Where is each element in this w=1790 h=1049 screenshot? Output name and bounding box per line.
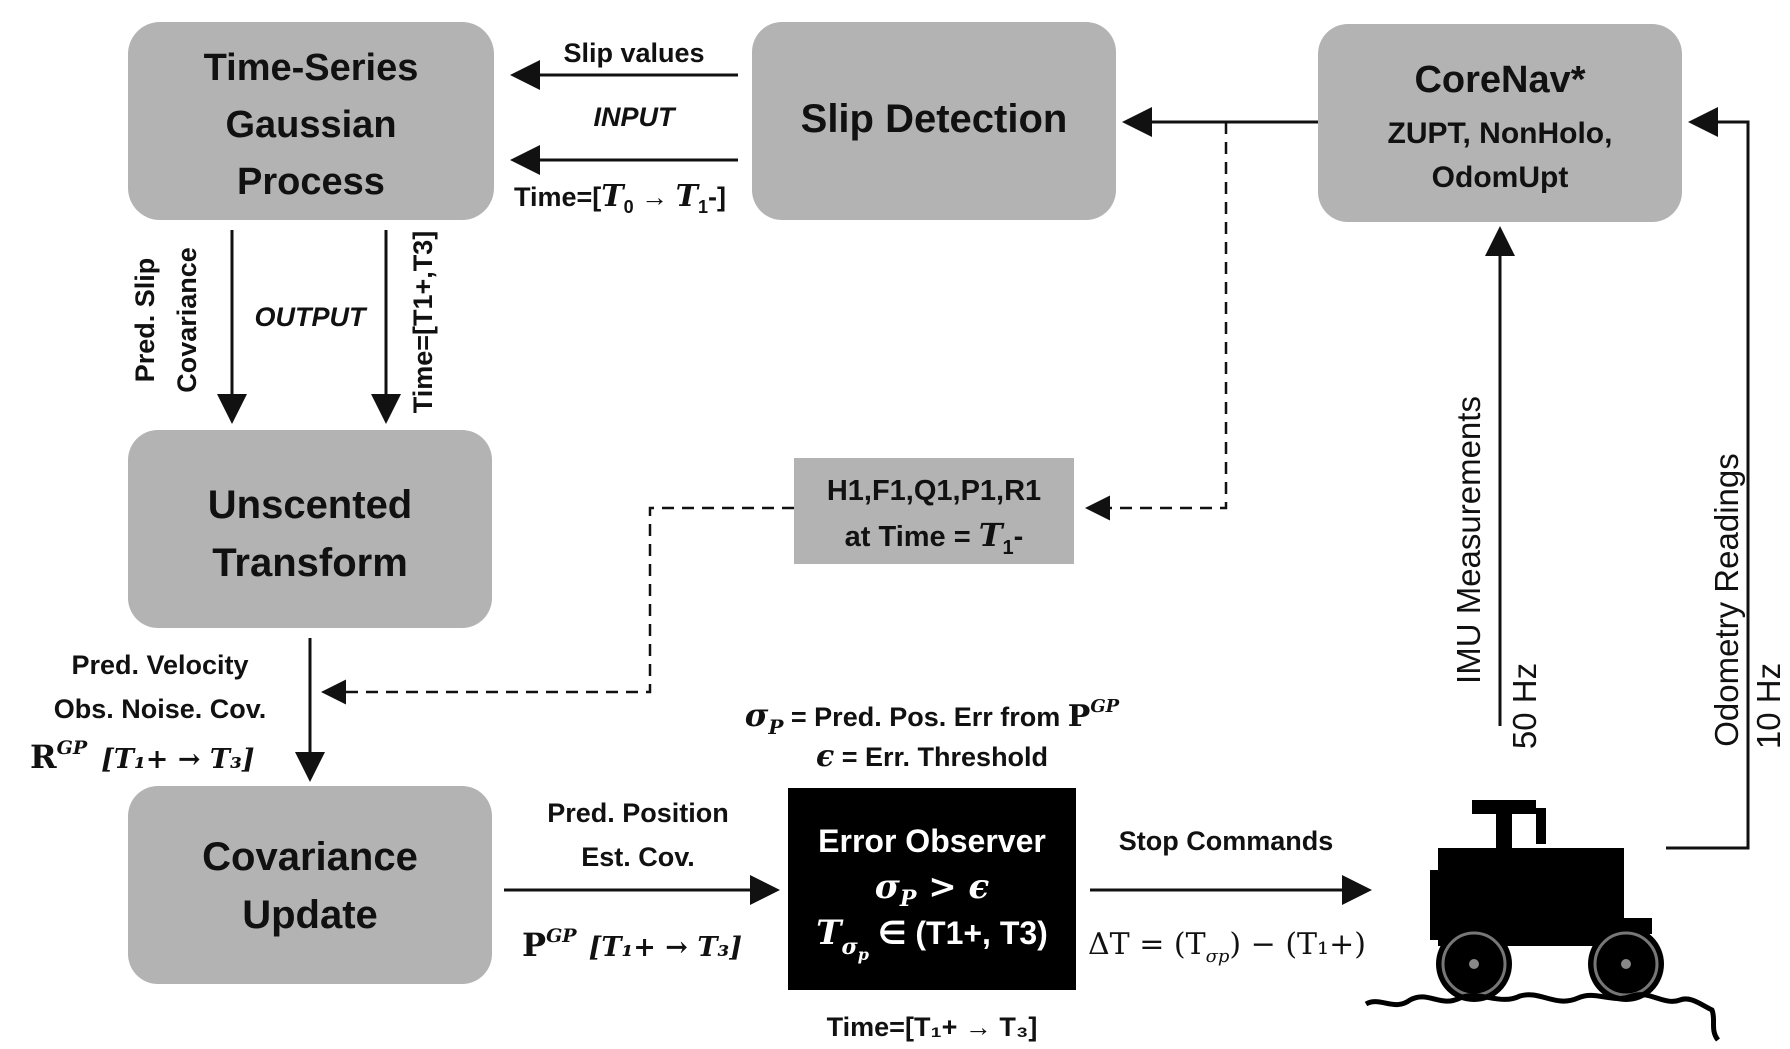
observer-time: Tσp ∈ (T1+, T3): [816, 913, 1048, 964]
imu-label: IMU Measurements: [1450, 396, 1487, 684]
time-output-label: Time=[T1+,T3]: [408, 231, 438, 414]
dashed-arrow-to-matrices: [1085, 122, 1228, 521]
error-observer-node: Error Observer σP > ϵ Tσp ∈ (T1+, T3): [788, 788, 1076, 990]
odometry-rate-label: 10 Hz: [1750, 663, 1787, 749]
p-gp-label: PGP[T₁+ → T₃]: [522, 925, 742, 964]
odometry-label: Odometry Readings: [1708, 453, 1745, 746]
est-cov-label: Est. Cov.: [581, 842, 695, 872]
slip-detection-node: Slip Detection: [752, 22, 1116, 220]
input-label: INPUT: [594, 102, 678, 132]
stop-commands-label: Stop Commands: [1119, 826, 1334, 856]
gp-line-1: Time-Series: [204, 47, 419, 89]
corenav-line-1: ZUPT, NonHolo,: [1388, 117, 1613, 150]
ut-line-1: Unscented: [208, 483, 413, 527]
gp-line-2: Gaussian: [225, 104, 396, 146]
cov-line-2: Update: [242, 893, 378, 937]
delta-t-label: ΔT = (Tσp) − (T₁+): [1088, 927, 1366, 967]
covariance-update-node: Covariance Update: [128, 786, 492, 984]
rover-icon: [1430, 800, 1664, 1002]
corenav-node: CoreNav* ZUPT, NonHolo, OdomUpt: [1318, 24, 1682, 222]
cov-line-1: Covariance: [202, 835, 418, 879]
matrices-box: H1,F1,Q1,P1,R1 at Time = T1-: [794, 458, 1074, 564]
sigma-definition: σP = Pred. Pos. Err from PGP: [745, 696, 1120, 739]
slip-values-label: Slip values: [563, 38, 704, 68]
unscented-transform-node: Unscented Transform: [128, 430, 492, 628]
corenav-line-2: OdomUpt: [1432, 161, 1569, 194]
terrain-line: [1364, 992, 1721, 1042]
obs-noise-label: Obs. Noise. Cov.: [54, 694, 267, 724]
dashed-arrow-to-cov-input: [321, 506, 794, 705]
observer-condition: σP > ϵ: [875, 867, 990, 912]
arrow-odometry: [1666, 107, 1750, 850]
corenav-title: CoreNav*: [1414, 59, 1585, 101]
pred-slip-label: Pred. Slip: [130, 258, 160, 383]
observer-title: Error Observer: [818, 823, 1046, 859]
r-gp-label: RGP[T₁+ → T₃]: [30, 737, 255, 776]
slip-detection-label: Slip Detection: [801, 97, 1068, 141]
gp-line-3: Process: [237, 161, 385, 203]
imu-rate-label: 50 Hz: [1506, 663, 1543, 749]
covariance-label: Covariance: [172, 247, 202, 393]
epsilon-definition: ϵ = Err. Threshold: [816, 739, 1048, 774]
pred-velocity-label: Pred. Velocity: [71, 650, 248, 680]
observer-time-label: Time=[T₁+ → T₃]: [827, 1012, 1038, 1042]
matrices-line-2: at Time = T1-: [845, 516, 1024, 559]
gp-node: Time-Series Gaussian Process: [128, 22, 494, 220]
time-input-label: Time=[T0 → T1-]: [514, 179, 726, 217]
ut-line-2: Transform: [212, 541, 408, 585]
output-label: OUTPUT: [255, 302, 369, 332]
matrices-line-1: H1,F1,Q1,P1,R1: [827, 475, 1041, 507]
pred-position-label: Pred. Position: [547, 798, 729, 828]
